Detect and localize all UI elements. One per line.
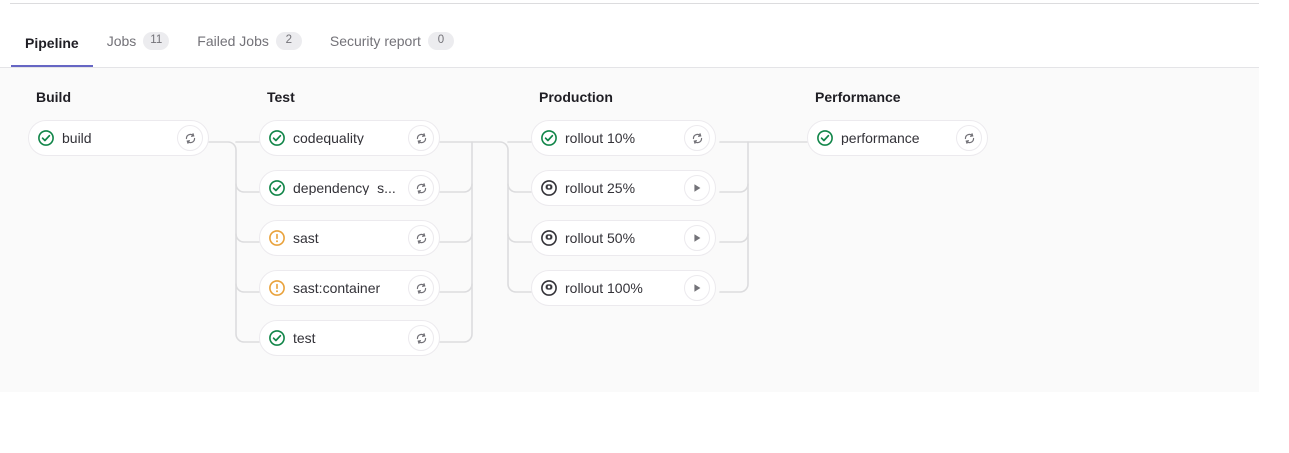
play-icon [694, 284, 701, 292]
job-name: sast:container [293, 281, 381, 295]
job-name: rollout 100% [565, 281, 643, 295]
status-success-icon [269, 180, 285, 196]
job-retry-button[interactable] [408, 225, 434, 251]
job-name: performance [841, 131, 920, 145]
status-success-icon [817, 130, 833, 146]
retry-icon [416, 132, 426, 144]
tab-label: Jobs [106, 33, 137, 49]
job-retry-button[interactable] [684, 125, 710, 151]
job-retry-button[interactable] [956, 125, 982, 151]
job-retry-button[interactable] [408, 175, 434, 201]
status-manual-icon [541, 180, 557, 196]
status-success-icon [269, 130, 285, 146]
status-success-icon [269, 180, 285, 196]
job-name: rollout 50% [565, 231, 636, 245]
status-warning-icon [269, 280, 285, 296]
stage-job-list: performance [807, 120, 988, 170]
retry-icon [416, 232, 426, 244]
retry-icon [416, 282, 426, 294]
retry-icon [964, 132, 974, 144]
stage-job-list: codequality dependency_s...sast sast:conta… [259, 120, 440, 370]
retry-icon [416, 182, 426, 194]
play-icon [694, 184, 701, 192]
tab-count-badge: 11 [143, 32, 170, 50]
status-warning-icon [269, 230, 285, 246]
status-manual-icon [541, 230, 557, 246]
job-name: rollout 25% [565, 181, 636, 195]
job-card[interactable]: codequality [259, 120, 440, 156]
play-icon [694, 234, 701, 242]
status-success-icon [269, 330, 285, 346]
job-card[interactable]: test [259, 320, 440, 356]
job-name: codequality [293, 131, 364, 145]
tab-count-badge: 0 [427, 32, 454, 50]
job-card[interactable]: build [28, 120, 209, 156]
stage-title: Test [267, 89, 295, 105]
content-card-top-border [10, 3, 1259, 4]
stage-title: Production [539, 89, 613, 105]
tab-jobs[interactable]: Jobs 11 [93, 32, 184, 67]
tab-security-report[interactable]: Security report 0 [316, 32, 468, 67]
status-success-icon [817, 130, 833, 146]
status-manual-icon [541, 280, 557, 296]
job-name: dependency_s... [293, 181, 396, 195]
status-success-icon [269, 330, 285, 346]
job-retry-button[interactable] [408, 275, 434, 301]
tab-label: Security report [329, 33, 421, 49]
stage-title: Performance [815, 89, 901, 105]
retry-icon [185, 132, 195, 144]
status-success-icon [38, 130, 54, 146]
stage-job-list: rollout 10% rollout 25% rollout 50% rollout… [531, 120, 716, 320]
job-card[interactable]: rollout 10% [531, 120, 716, 156]
tab-label: Failed Jobs [197, 33, 269, 49]
tab-list: Pipeline Jobs 11 Failed Jobs 2 Security repor… [11, 4, 468, 67]
job-name: build [62, 131, 92, 145]
job-card[interactable]: sast:container [259, 270, 440, 306]
stage-title: Build [36, 89, 71, 105]
status-manual-icon [541, 180, 557, 196]
pipeline-graph: Build build Test codequality dependency_s… [0, 68, 1259, 392]
job-play-button[interactable] [684, 275, 710, 301]
status-success-icon [541, 130, 557, 146]
job-name: test [293, 331, 316, 345]
job-retry-button[interactable] [177, 125, 203, 151]
tab-count-badge: 2 [275, 32, 302, 50]
status-manual-icon [541, 280, 557, 296]
job-name: rollout 10% [565, 131, 636, 145]
job-card[interactable]: rollout 25% [531, 170, 716, 206]
status-success-icon [38, 130, 54, 146]
status-success-icon [541, 130, 557, 146]
tab-label: Pipeline [25, 35, 79, 51]
job-card[interactable]: sast [259, 220, 440, 256]
job-card[interactable]: rollout 50% [531, 220, 716, 256]
job-name: sast [293, 231, 319, 245]
retry-icon [692, 132, 702, 144]
job-card[interactable]: rollout 100% [531, 270, 716, 306]
job-card[interactable]: performance [807, 120, 988, 156]
pipeline-tab-bar: Pipeline Jobs 11 Failed Jobs 2 Security repor… [0, 4, 1259, 68]
status-warning-icon [269, 230, 285, 246]
job-retry-button[interactable] [408, 125, 434, 151]
status-manual-icon [541, 230, 557, 246]
status-success-icon [269, 130, 285, 146]
job-retry-button[interactable] [408, 325, 434, 351]
job-play-button[interactable] [684, 175, 710, 201]
status-warning-icon [269, 280, 285, 296]
retry-icon [416, 332, 426, 344]
job-card[interactable]: dependency_s... [259, 170, 440, 206]
job-play-button[interactable] [684, 225, 710, 251]
tab-pipeline[interactable]: Pipeline [11, 36, 93, 67]
tab-failed-jobs[interactable]: Failed Jobs 2 [183, 32, 316, 67]
stage-job-list: build [28, 120, 209, 170]
